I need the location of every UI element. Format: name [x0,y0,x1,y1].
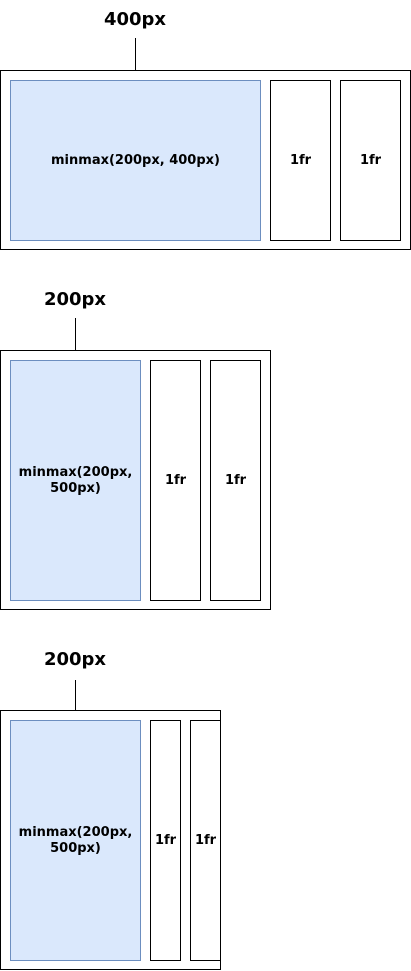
fr-cell-1: 1fr [150,360,201,601]
minmax-cell: minmax(200px, 500px) [10,720,141,961]
fr-cell-2: 1fr [210,360,261,601]
width-label: 200px [43,649,107,670]
width-label: 400px [103,9,167,30]
fr-cell-2: 1fr [190,720,221,961]
arrow-line [135,38,136,72]
minmax-cell: minmax(200px, 400px) [10,80,261,241]
minmax-cell-label: minmax(200px, 500px) [18,824,133,856]
fr-cell-1: 1fr [270,80,331,241]
arrow-line [75,318,76,352]
fr-cell-2: 1fr [340,80,401,241]
fr-cell-1: 1fr [150,720,181,961]
width-label: 200px [43,289,107,310]
minmax-cell-label: minmax(200px, 500px) [18,464,133,496]
arrow-line [75,680,76,712]
minmax-cell: minmax(200px, 500px) [10,360,141,601]
